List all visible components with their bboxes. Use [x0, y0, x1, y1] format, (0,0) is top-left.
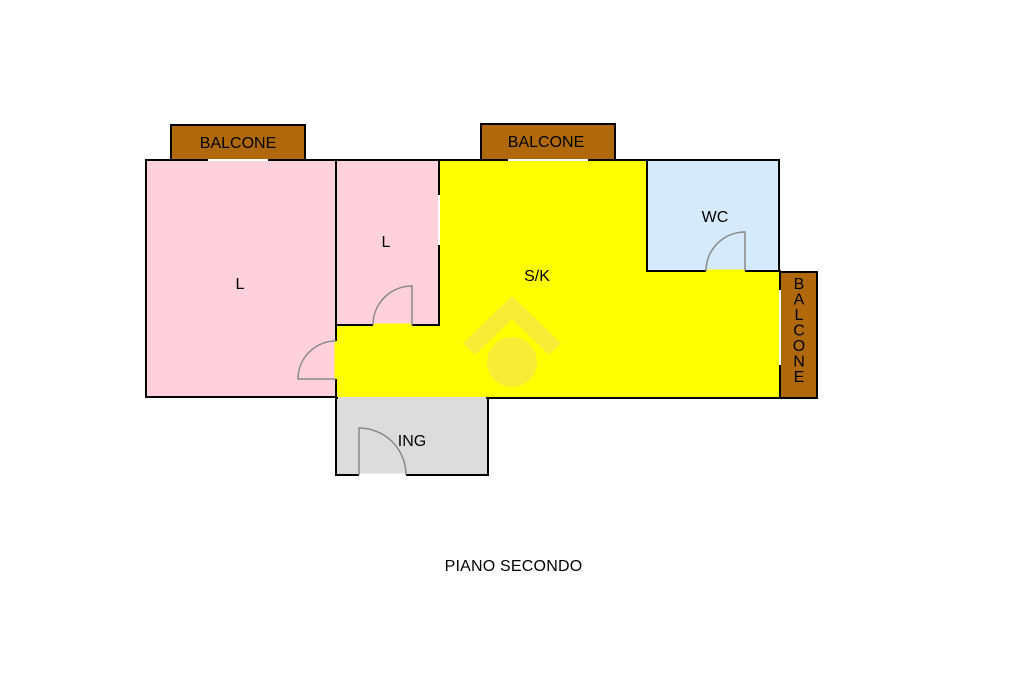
- label-entrance: ING: [398, 433, 426, 450]
- balcony-right-letter: O: [793, 338, 805, 355]
- label-balcony-top-left: BALCONE: [200, 135, 276, 152]
- watermark-logo: [463, 296, 561, 387]
- balcony-right-letter: E: [794, 369, 805, 386]
- balcony-top-left: [170, 124, 306, 161]
- label-living-small: L: [382, 234, 391, 251]
- balcony-right-letter: N: [793, 354, 805, 371]
- balcony-right-letter: A: [794, 292, 805, 309]
- room-bathroom: [646, 159, 780, 272]
- balcony-right-letter: C: [793, 323, 805, 340]
- balcony-right-letter: B: [794, 276, 805, 293]
- label-bathroom: WC: [702, 209, 729, 226]
- label-balcony-top-center: BALCONE: [508, 134, 584, 151]
- balcony-right-letter: L: [795, 307, 804, 324]
- balcony-right: [779, 271, 818, 399]
- door-swing-entrance: [358, 427, 407, 476]
- label-living-left: L: [236, 276, 245, 293]
- label-kitchen: S/K: [524, 268, 550, 285]
- floor-label: PIANO SECONDO: [444, 558, 583, 575]
- door-swing-bathroom: [705, 231, 746, 272]
- door-swing-small-room: [372, 285, 413, 326]
- label-balcony-right: BALCONE: [793, 276, 805, 386]
- door-swing-living: [297, 340, 337, 380]
